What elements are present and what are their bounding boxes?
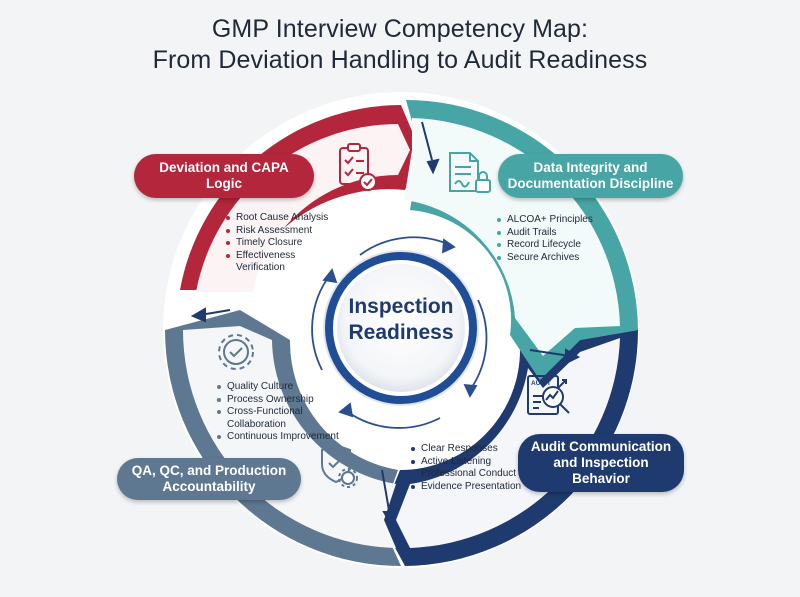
list-item: Evidence Presentation xyxy=(411,481,531,494)
segment-qa-qc-inner xyxy=(183,326,396,548)
pill-audit-line-1: Audit Communication xyxy=(530,439,672,454)
list-audit-communication: Clear Responses Active Listening Profess… xyxy=(411,443,531,493)
shield-gear-icon xyxy=(321,443,358,488)
pill-audit-line-2: and Inspection xyxy=(553,455,649,470)
list-item: Clear Responses xyxy=(411,443,531,456)
inner-ring-arrows xyxy=(311,236,488,429)
pill-deviation-line-1: Deviation and CAPA xyxy=(159,160,289,175)
title-line-2: From Deviation Handling to Audit Readine… xyxy=(152,46,648,74)
list-item: Record Lifecycle xyxy=(497,239,607,252)
flow-arrows xyxy=(190,121,581,527)
list-item: Professional Conduct xyxy=(411,468,531,481)
center-line-1: Inspection xyxy=(348,295,454,318)
center-fill xyxy=(337,264,465,392)
pill-deviation: Deviation and CAPA Logic xyxy=(134,154,314,198)
center-line-2: Readiness xyxy=(348,321,454,344)
segment-deviation-inner xyxy=(196,124,410,292)
document-lock-icon xyxy=(449,152,491,193)
pill-qa-qc-line-2: Accountability xyxy=(162,479,256,494)
pill-data-integrity-line-2: Documentation Discipline xyxy=(507,176,674,191)
title-line-1: GMP Interview Competency Map: xyxy=(211,15,589,43)
list-item: Active Listening xyxy=(411,456,531,469)
list-item: Effectiveness Verification xyxy=(226,250,316,275)
list-item: Root Cause Analysis xyxy=(226,212,336,225)
list-item: Timely Closure xyxy=(226,237,336,250)
pill-data-integrity: Data Integrity and Documentation Discipl… xyxy=(498,154,683,198)
pill-data-integrity-line-1: Data Integrity and xyxy=(533,160,648,175)
list-item: Secure Archives xyxy=(497,252,607,265)
audit-magnifier-icon xyxy=(527,375,570,415)
pill-qa-qc: QA, QC, and Production Accountability xyxy=(117,458,301,500)
pill-qa-qc-line-1: QA, QC, and Production xyxy=(131,463,287,478)
clipboard-check-icon xyxy=(339,143,377,191)
list-qa-qc: Quality Culture Process Ownership Cross-… xyxy=(217,381,345,444)
audit-icon-label: AUDIT xyxy=(531,380,551,387)
list-item: Audit Trails xyxy=(497,227,607,240)
pill-audit-communication: Audit Communication and Inspection Behav… xyxy=(518,434,684,492)
segment-audit-communication-inner xyxy=(396,338,620,548)
segment-data-integrity-inner xyxy=(404,118,620,356)
list-item: Process Ownership xyxy=(217,394,345,407)
pill-deviation-line-2: Logic xyxy=(206,176,242,191)
pill-audit-line-3: Behavior xyxy=(572,471,630,486)
center-label: Inspection Readiness xyxy=(332,294,470,346)
list-item: ALCOA+ Principles xyxy=(497,214,607,227)
list-deviation: Root Cause Analysis Risk Assessment Time… xyxy=(226,212,336,275)
gear-check-icon xyxy=(218,334,254,370)
diagram-title: GMP Interview Competency Map: From Devia… xyxy=(0,14,800,76)
list-data-integrity: ALCOA+ Principles Audit Trails Record Li… xyxy=(497,214,607,264)
list-item: Risk Assessment xyxy=(226,225,336,238)
list-item: Cross-Functional Collaboration xyxy=(217,406,317,431)
list-item: Quality Culture xyxy=(217,381,345,394)
list-item: Continuous Improvement xyxy=(217,431,345,444)
